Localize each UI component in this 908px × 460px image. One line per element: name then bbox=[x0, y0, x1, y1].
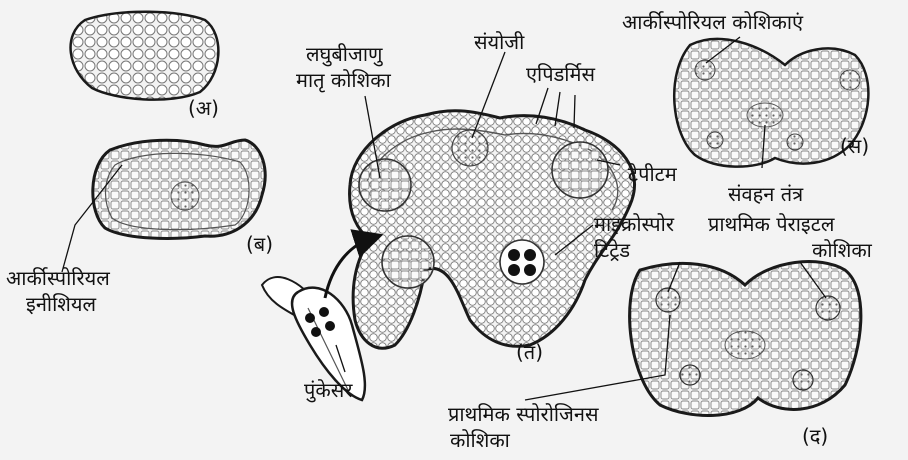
label-microspore-tetrad-line1: माइक्रोस्पोर bbox=[594, 212, 674, 236]
label-connective: संयोजी bbox=[474, 30, 524, 54]
label-primary-parietal-line1: प्राथमिक पेराइटल bbox=[708, 212, 834, 236]
anther-section-d bbox=[630, 262, 861, 416]
anther-section-t bbox=[350, 111, 635, 348]
panel-label-t: (त) bbox=[516, 340, 543, 364]
panel-label-d: (द) bbox=[802, 424, 828, 448]
panel-label-a: (अ) bbox=[188, 96, 219, 120]
anther-section-a bbox=[71, 12, 219, 100]
label-microspore-tetrad-line2: टिट्रेड bbox=[594, 238, 630, 262]
anther-section-b bbox=[93, 140, 265, 238]
label-archesporial-initial-line1: आर्कीस्पोरियल bbox=[6, 266, 110, 290]
label-stamen: पुंकेसर bbox=[304, 378, 352, 402]
label-primary-parietal-line2: कोशिका bbox=[812, 238, 872, 262]
label-primary-sporogenous-line1: प्राथमिक स्पोरोजिनस bbox=[448, 402, 599, 426]
panel-label-s: (स) bbox=[840, 134, 869, 158]
label-microspore-mother-cell-line1: लघुबीजाणु bbox=[306, 42, 382, 66]
label-archesporial-initial-line2: इनीशियल bbox=[26, 292, 96, 316]
label-microspore-mother-cell-line2: मातृ कोशिका bbox=[296, 68, 391, 92]
label-tapetum: टेपीटम bbox=[628, 162, 677, 186]
panel-label-b: (ब) bbox=[246, 232, 273, 256]
label-archesporial-cells: आर्कीस्पोरियल कोशिकाएं bbox=[622, 10, 803, 34]
label-epidermis: एपिडर्मिस bbox=[526, 62, 595, 86]
label-vascular-system: संवहन तंत्र bbox=[728, 182, 803, 206]
label-primary-sporogenous-line2: कोशिका bbox=[450, 428, 510, 452]
